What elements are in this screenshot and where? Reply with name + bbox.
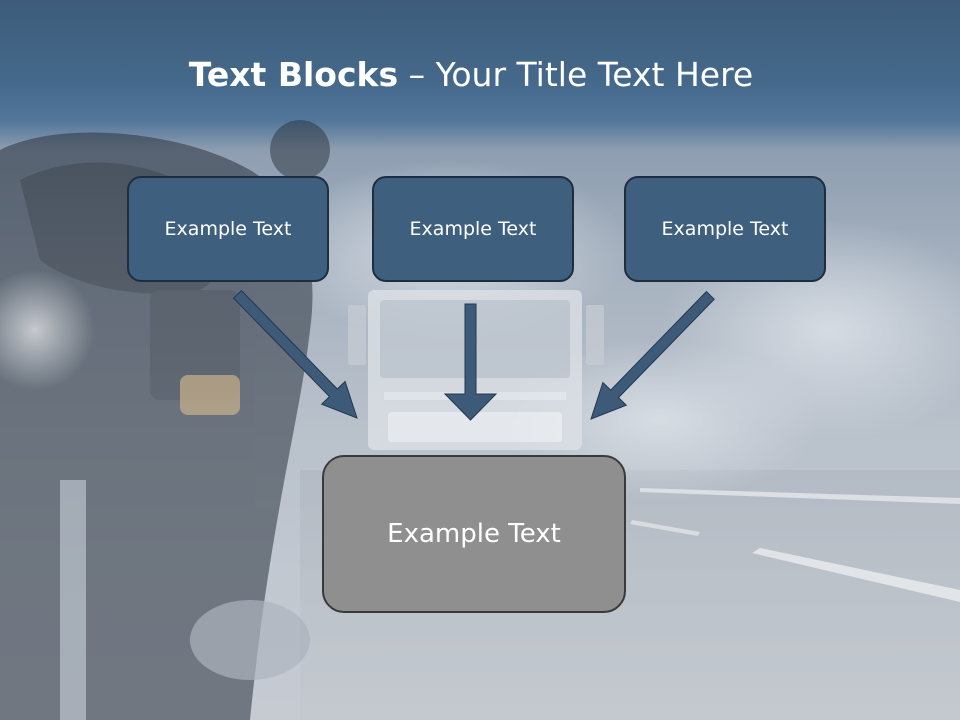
text-block-3[interactable]: Example Text (624, 176, 826, 282)
main-text-block-label: Example Text (387, 519, 561, 549)
text-block-2[interactable]: Example Text (372, 176, 574, 282)
title-rest: – Your Title Text Here (398, 55, 754, 94)
title-bold: Text Blocks (188, 55, 399, 94)
text-block-1-label: Example Text (164, 218, 292, 240)
arrow-center (443, 303, 498, 421)
text-block-2-label: Example Text (409, 218, 537, 240)
header-band (0, 0, 960, 150)
text-block-1[interactable]: Example Text (127, 176, 329, 282)
arrow-right (590, 290, 715, 420)
arrow-left (232, 289, 358, 419)
text-block-3-label: Example Text (661, 218, 789, 240)
slide-title: Text Blocks – Your Title Text Here (0, 52, 942, 98)
main-text-block[interactable]: Example Text (322, 455, 626, 613)
